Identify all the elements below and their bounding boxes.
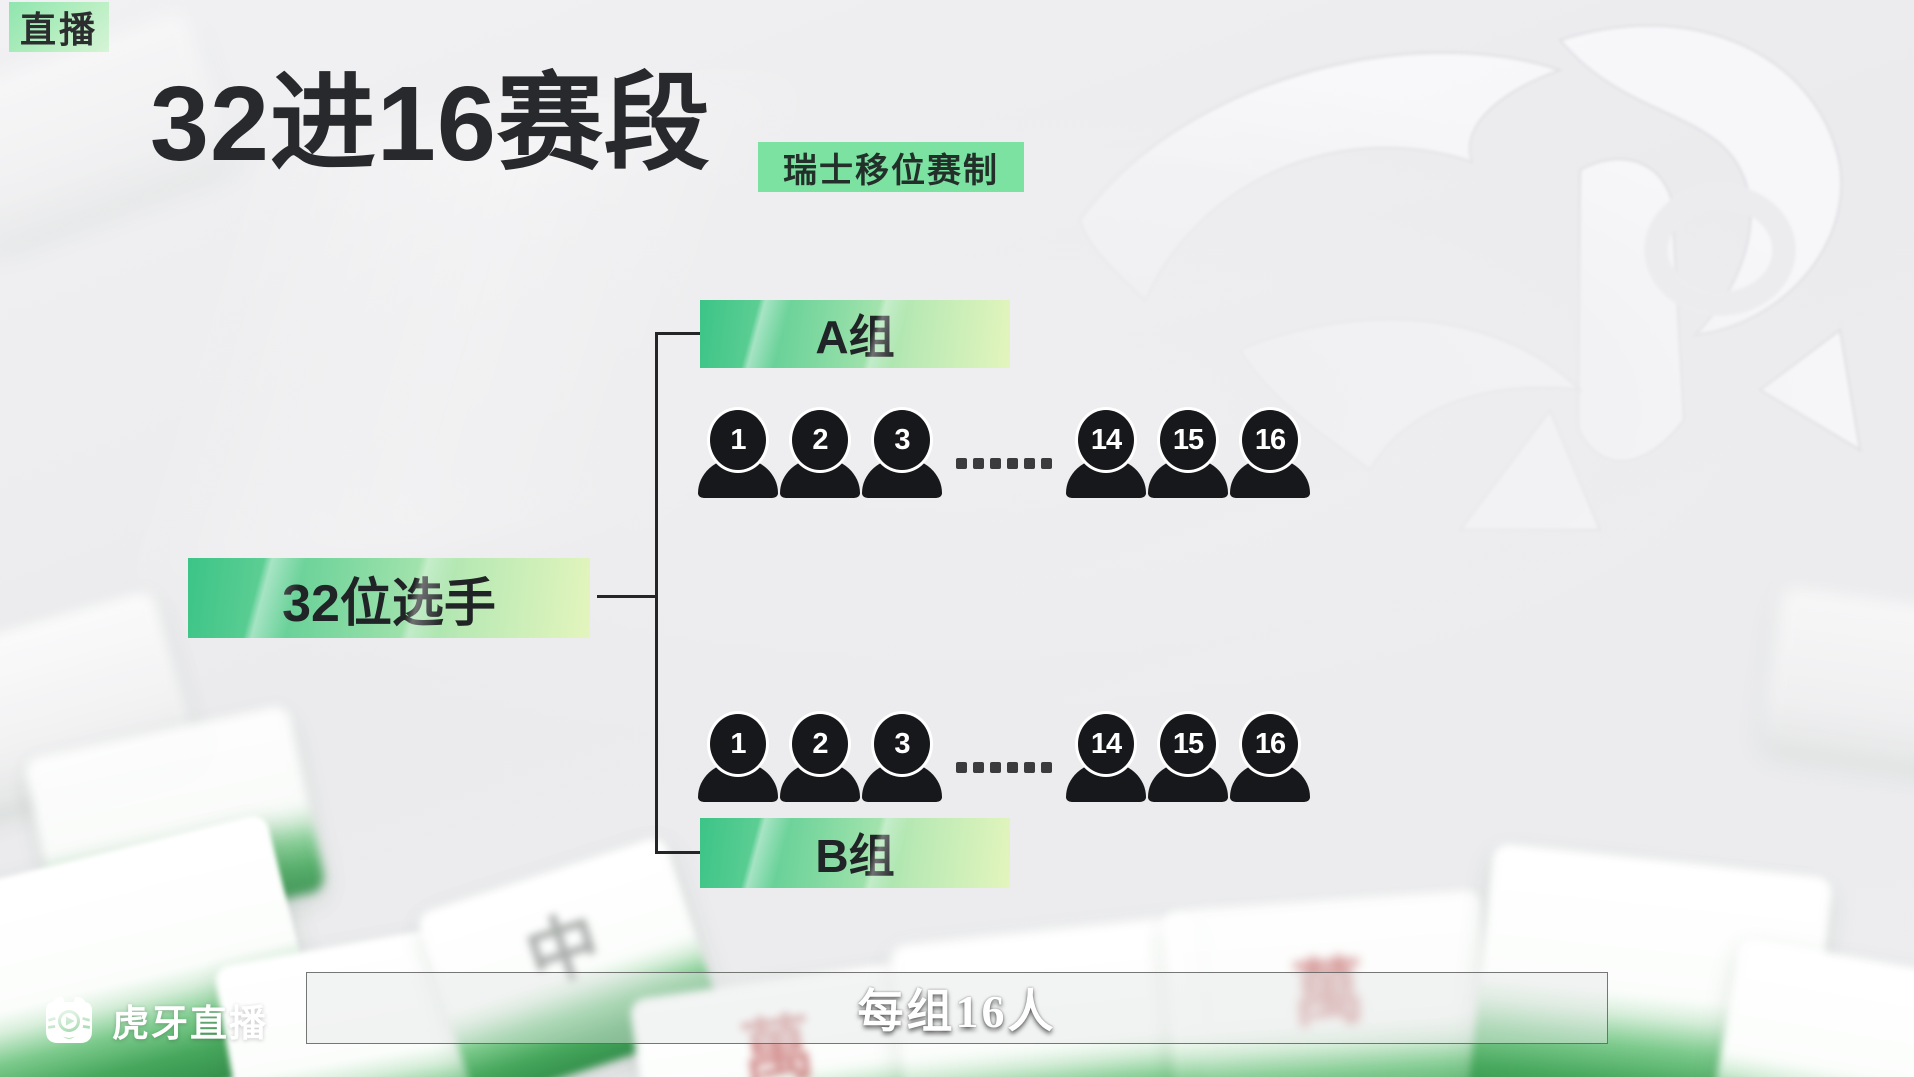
footer-note-bar: 每组16人	[306, 972, 1608, 1044]
player-icon: 14	[1066, 714, 1146, 802]
player-icon: 2	[780, 714, 860, 802]
player-icon: 16	[1230, 714, 1310, 802]
player-number: 2	[812, 423, 828, 456]
player-icon: 3	[862, 410, 942, 498]
bracket-line-vertical	[655, 333, 658, 854]
players-total-bar: 32位选手	[188, 558, 590, 638]
live-badge: 直播	[9, 2, 109, 52]
player-head: 15	[1160, 410, 1216, 470]
player-head: 16	[1242, 714, 1298, 774]
player-number: 14	[1090, 727, 1122, 760]
player-number: 2	[812, 727, 828, 760]
ellipsis-dots	[956, 458, 1052, 469]
player-head: 3	[874, 714, 930, 774]
player-number: 14	[1090, 423, 1122, 456]
player-number: 3	[894, 727, 910, 760]
footer-note-text: 每组16人	[857, 986, 1057, 1037]
group-a-bar: A组	[700, 300, 1010, 368]
group-b-players: 1 2 3 14 15 16	[698, 714, 1310, 802]
ellipsis-dots	[956, 762, 1052, 773]
page-title: 32进16赛段	[150, 65, 711, 183]
player-icon: 14	[1066, 410, 1146, 498]
player-icon: 1	[698, 714, 778, 802]
group-a-players: 1 2 3 14 15 16	[698, 410, 1310, 498]
player-number: 16	[1254, 727, 1286, 760]
player-icon: 15	[1148, 410, 1228, 498]
player-head: 1	[710, 410, 766, 470]
player-number: 16	[1254, 423, 1286, 456]
player-icon: 15	[1148, 714, 1228, 802]
player-head: 2	[792, 714, 848, 774]
player-number: 3	[894, 423, 910, 456]
player-head: 3	[874, 410, 930, 470]
player-icon: 1	[698, 410, 778, 498]
player-icon: 16	[1230, 410, 1310, 498]
bracket-line-top	[655, 332, 701, 335]
bracket-line-middle	[597, 595, 656, 598]
player-head: 2	[792, 410, 848, 470]
player-head: 15	[1160, 714, 1216, 774]
format-badge: 瑞士移位赛制	[758, 142, 1024, 192]
watermark-label: 虎牙直播	[112, 1003, 268, 1044]
watermark: 虎牙直播	[40, 993, 268, 1047]
huya-tiger-icon	[46, 996, 92, 1043]
bracket-line-bottom	[655, 851, 701, 854]
player-head: 14	[1078, 410, 1134, 470]
player-number: 15	[1172, 423, 1204, 456]
player-number: 1	[730, 727, 746, 760]
group-b-bar: B组	[700, 818, 1010, 888]
player-head: 16	[1242, 410, 1298, 470]
player-icon: 2	[780, 410, 860, 498]
player-head: 14	[1078, 714, 1134, 774]
player-head: 1	[710, 714, 766, 774]
player-number: 15	[1172, 727, 1204, 760]
player-number: 1	[730, 423, 746, 456]
player-icon: 3	[862, 714, 942, 802]
